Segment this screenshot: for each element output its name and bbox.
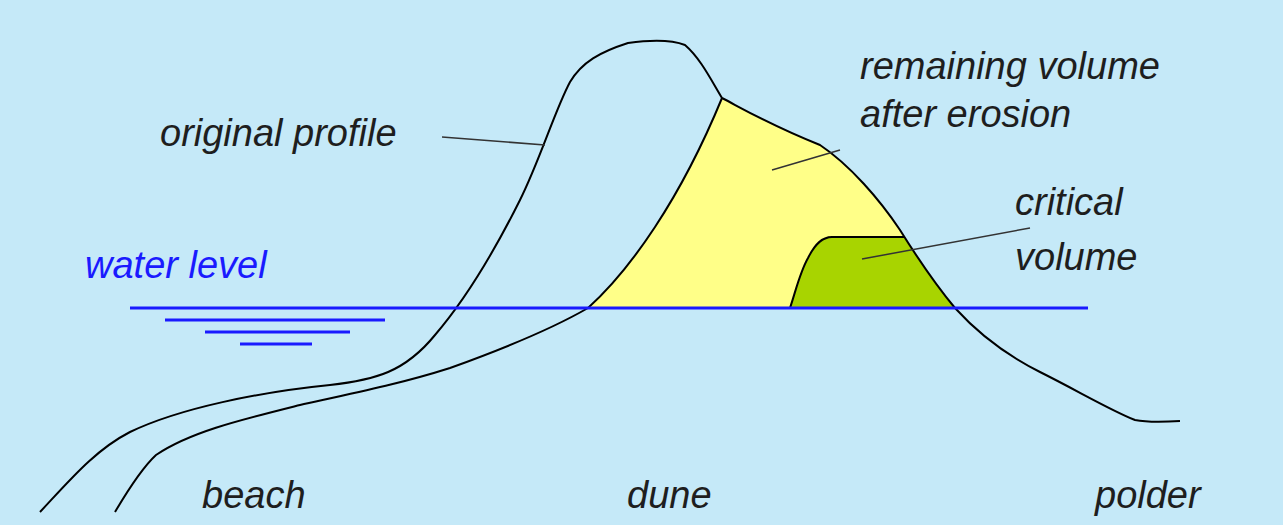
water-symbol [240,343,312,346]
leader-line [442,137,545,145]
water-level-line [130,307,1088,310]
eroded-profile-line [115,98,722,512]
water-symbol [165,319,385,322]
zone-label: dune [627,472,787,518]
volume-label: critical volume [1015,175,1165,285]
volume-label: remaining volume after erosion [860,42,1200,138]
zone-label: polder [1095,472,1265,518]
critical-volume-area [790,237,1000,308]
profile-label: original profile [160,110,480,156]
water-symbol [205,331,350,334]
water-level-label: water level [85,242,345,288]
zone-label: beach [202,472,362,518]
leader-line [862,228,1030,259]
leader-line [772,150,840,170]
